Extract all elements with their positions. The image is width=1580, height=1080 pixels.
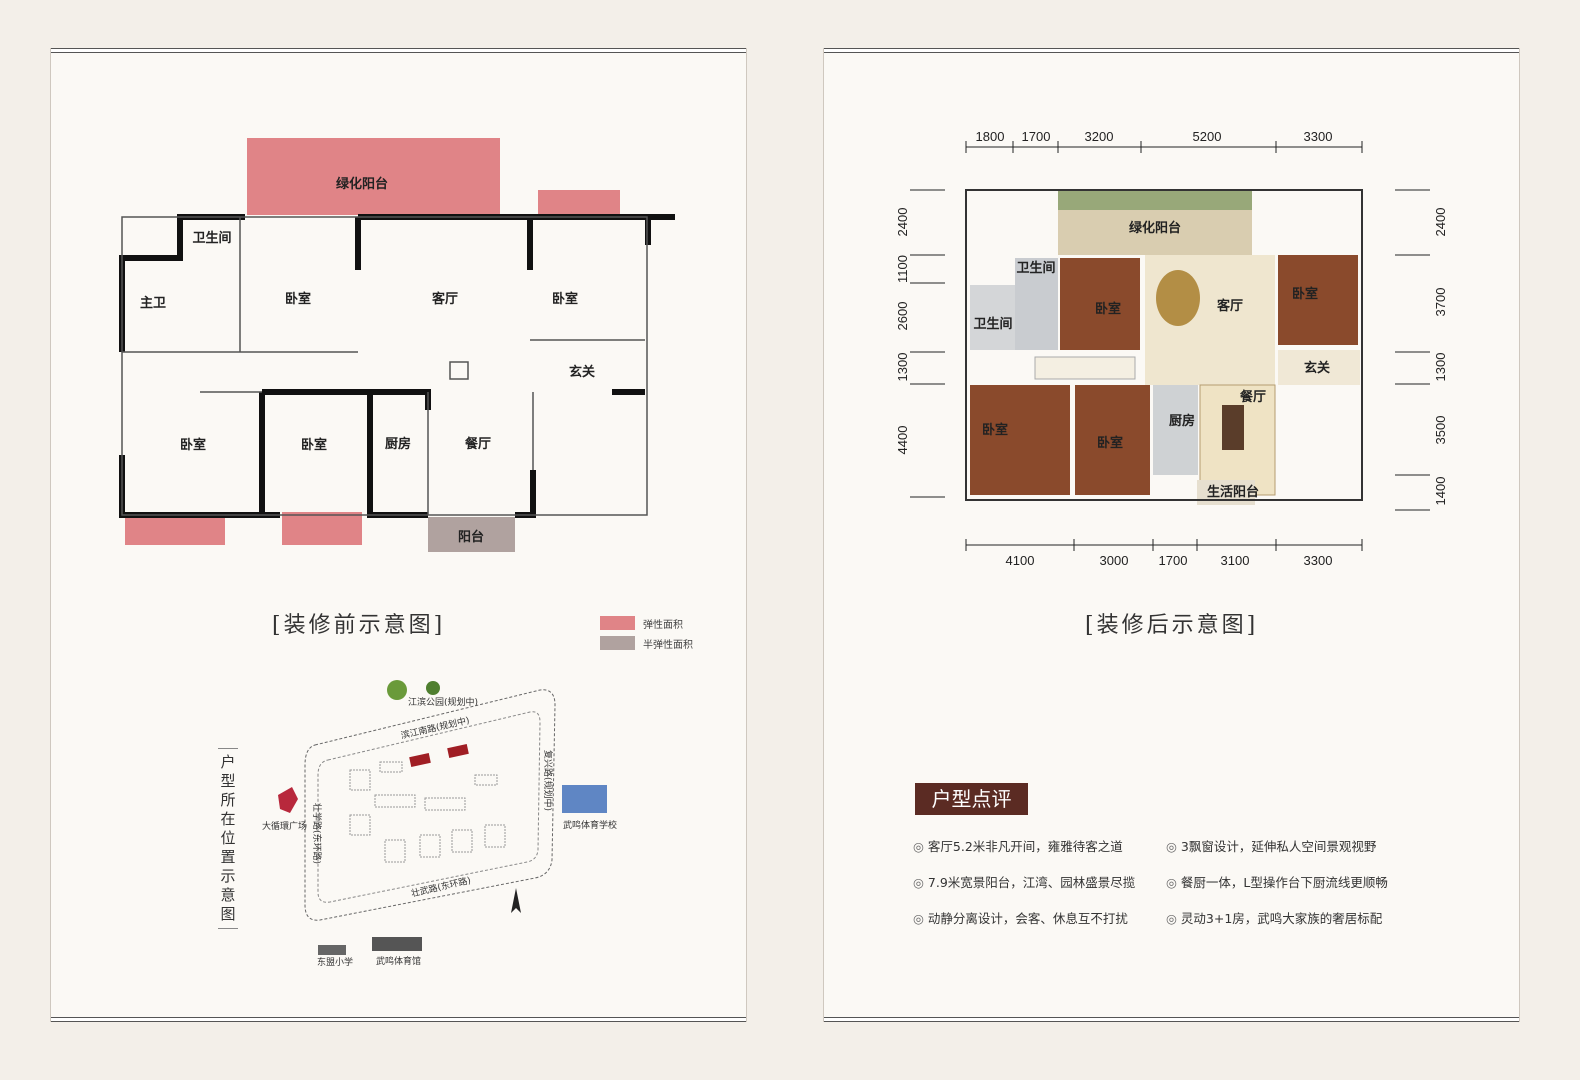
dimension: 1300 — [1433, 353, 1448, 382]
dimension: 3000 — [1100, 553, 1129, 568]
room-label: 厨房 — [385, 436, 411, 452]
dimension: 3300 — [1304, 129, 1333, 144]
review-title: 户型点评 — [915, 783, 1028, 815]
legend-item: 弹性面积 — [600, 614, 693, 632]
room-label: 餐厅 — [1239, 389, 1266, 405]
room-label: 生活阳台 — [1207, 484, 1259, 500]
dimension: 3300 — [1304, 553, 1333, 568]
room-label: 卧室 — [1292, 286, 1318, 302]
room-label: 卫生间 — [1016, 260, 1055, 276]
room-label: 客厅 — [432, 291, 458, 307]
review-point: 动静分离设计，会客、休息互不打扰 — [913, 908, 1166, 927]
map-label: 壮学路(东环路) — [311, 803, 323, 864]
room-label: 卧室 — [982, 422, 1008, 438]
before-caption-text: 装修前示意图 — [283, 613, 434, 638]
room-label: 餐厅 — [464, 436, 491, 452]
interior-lines — [121, 216, 648, 516]
legend-item: 半弹性面积 — [600, 634, 693, 652]
room-label: 卧室 — [1095, 301, 1121, 317]
legend-label: 半弹性面积 — [643, 639, 693, 651]
review-point: 7.9米宽景阳台，江湾、园林盛景尽揽 — [913, 872, 1166, 891]
area-legend: 弹性面积 半弹性面积 — [600, 614, 693, 654]
dimensions-right: 2400 3700 1300 3500 1400 — [1433, 208, 1448, 506]
dimension: 3700 — [1433, 288, 1448, 317]
map-label: 武鸣体育馆 — [376, 955, 421, 967]
room-label: 玄关 — [569, 364, 595, 380]
dimensions-top: 1800 1700 3200 5200 3300 — [976, 129, 1333, 144]
room-label: 客厅 — [1217, 298, 1243, 314]
legend-swatch — [600, 636, 635, 650]
dimension: 2400 — [895, 208, 910, 237]
dimension: 2400 — [1433, 208, 1448, 237]
map-label: 东盟小学 — [317, 956, 353, 968]
location-map: 江滨公园(规划中) 滨江南路(规划中) 复兴路(规划中) 壮武路(东环路) 壮学… — [262, 680, 617, 968]
after-caption-text: 装修后示意图 — [1096, 613, 1247, 638]
review-point: 餐厨一体，L型操作台下厨流线更顺畅 — [1166, 872, 1413, 891]
dimension: 3100 — [1221, 553, 1250, 568]
legend-label: 弹性面积 — [643, 619, 683, 631]
dimension: 1700 — [1159, 553, 1188, 568]
dimension: 4400 — [895, 426, 910, 455]
room-label: 阳台 — [458, 529, 484, 545]
review-point: 灵动3+1房，武鸣大家族的奢居标配 — [1166, 908, 1413, 927]
dimension: 1400 — [1433, 477, 1448, 506]
dimensions-left: 2400 1100 2600 1300 4400 — [895, 208, 910, 455]
review-points: 客厅5.2米非凡开间，雍雅待客之道 3飘窗设计，延伸私人空间景观视野 7.9米宽… — [913, 836, 1413, 927]
dimension: 1100 — [895, 255, 910, 283]
map-label: 武鸣体育学校 — [563, 819, 617, 831]
map-label: 江滨公园(规划中) — [408, 696, 478, 708]
review-point: 3飘窗设计，延伸私人空间景观视野 — [1166, 836, 1413, 855]
room-label: 卫生间 — [973, 316, 1012, 332]
legend-swatch — [600, 616, 635, 630]
dimension: 1300 — [895, 353, 910, 382]
room-label: 卧室 — [552, 291, 578, 307]
room-label: 卧室 — [285, 291, 311, 307]
dimension: 3200 — [1085, 129, 1114, 144]
room-label: 玄关 — [1304, 360, 1330, 376]
map-label: 大循環广场 — [262, 820, 307, 832]
dimension: 1800 — [976, 129, 1005, 144]
room-label: 卧室 — [301, 437, 327, 453]
map-label: 复兴路(规划中) — [542, 750, 554, 811]
dimension: 5200 — [1193, 129, 1222, 144]
dimension: 1700 — [1022, 129, 1051, 144]
room-label: 绿化阳台 — [336, 176, 388, 192]
room-label: 绿化阳台 — [1129, 220, 1181, 236]
dimension: 2600 — [895, 302, 910, 331]
after-floor-plan: 绿化阳台 卫生间 卫生间 卧室 客厅 卧室 玄关 卧室 卧室 厨房 餐厅 生活阳… — [895, 129, 1448, 568]
after-caption: [装修后示意图] — [1085, 613, 1259, 638]
location-map-title: 户型所在位置示意图 — [218, 748, 238, 929]
room-label: 主卫 — [140, 295, 166, 311]
room-label: 厨房 — [1169, 413, 1195, 429]
dimensions-bottom: 4100 3000 1700 3100 3300 — [1006, 553, 1333, 568]
review-point: 客厅5.2米非凡开间，雍雅待客之道 — [913, 836, 1166, 855]
map-label: 壮武路(东环路) — [410, 874, 472, 899]
room-label: 卧室 — [1097, 435, 1123, 451]
room-label: 卧室 — [180, 437, 206, 453]
before-caption: [装修前示意图] — [272, 613, 446, 638]
map-label: 滨江南路(规划中) — [400, 714, 471, 741]
room-label: 卫生间 — [192, 230, 231, 246]
dimension: 4100 — [1006, 553, 1035, 568]
dimension: 3500 — [1433, 416, 1448, 445]
